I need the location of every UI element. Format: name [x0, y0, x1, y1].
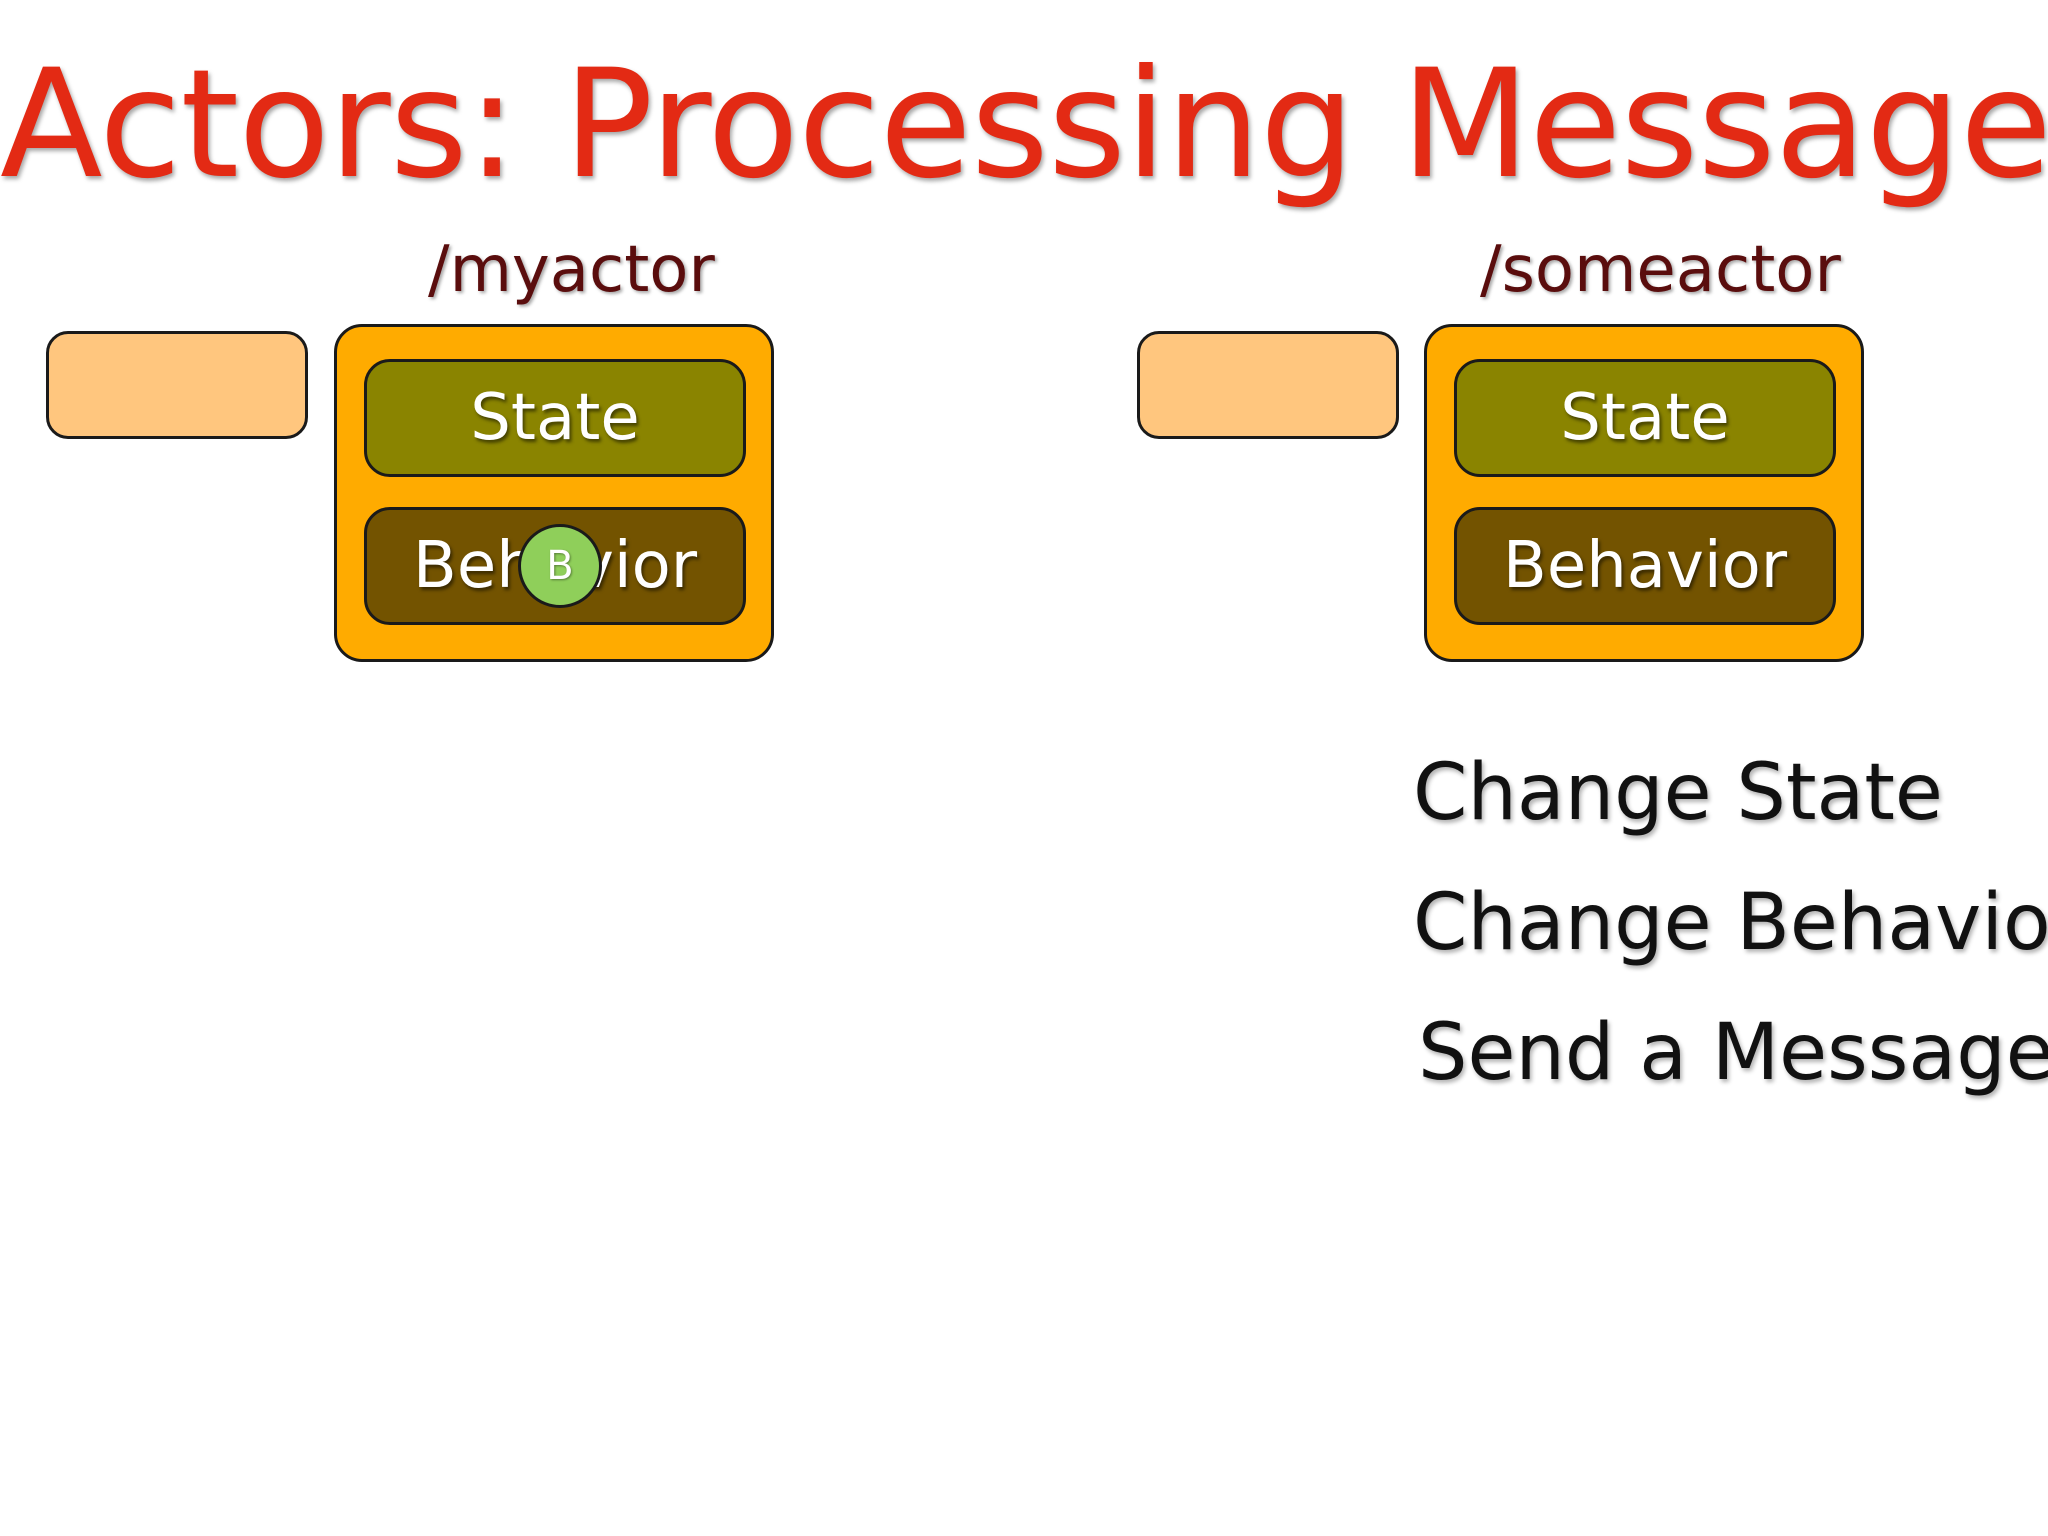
- actor-name-myactor: /myactor: [428, 233, 715, 307]
- message-bubble: B: [518, 524, 602, 608]
- behavior-block: Behavior: [1454, 507, 1836, 625]
- actor-box-someactor: State Behavior: [1424, 324, 1864, 662]
- mailbox-myactor: [46, 331, 308, 439]
- slide-title: Actors: Processing Messages: [0, 38, 2048, 212]
- state-block: State: [364, 359, 746, 477]
- effect-send-message: Send a Message: [1418, 1008, 2048, 1098]
- effect-change-behavior: Change Behavior: [1413, 878, 2048, 968]
- mailbox-someactor: [1137, 331, 1399, 439]
- state-block: State: [1454, 359, 1836, 477]
- actor-name-someactor: /someactor: [1480, 233, 1841, 307]
- actor-box-myactor: State Behavior: [334, 324, 774, 662]
- effect-change-state: Change State: [1413, 748, 1943, 838]
